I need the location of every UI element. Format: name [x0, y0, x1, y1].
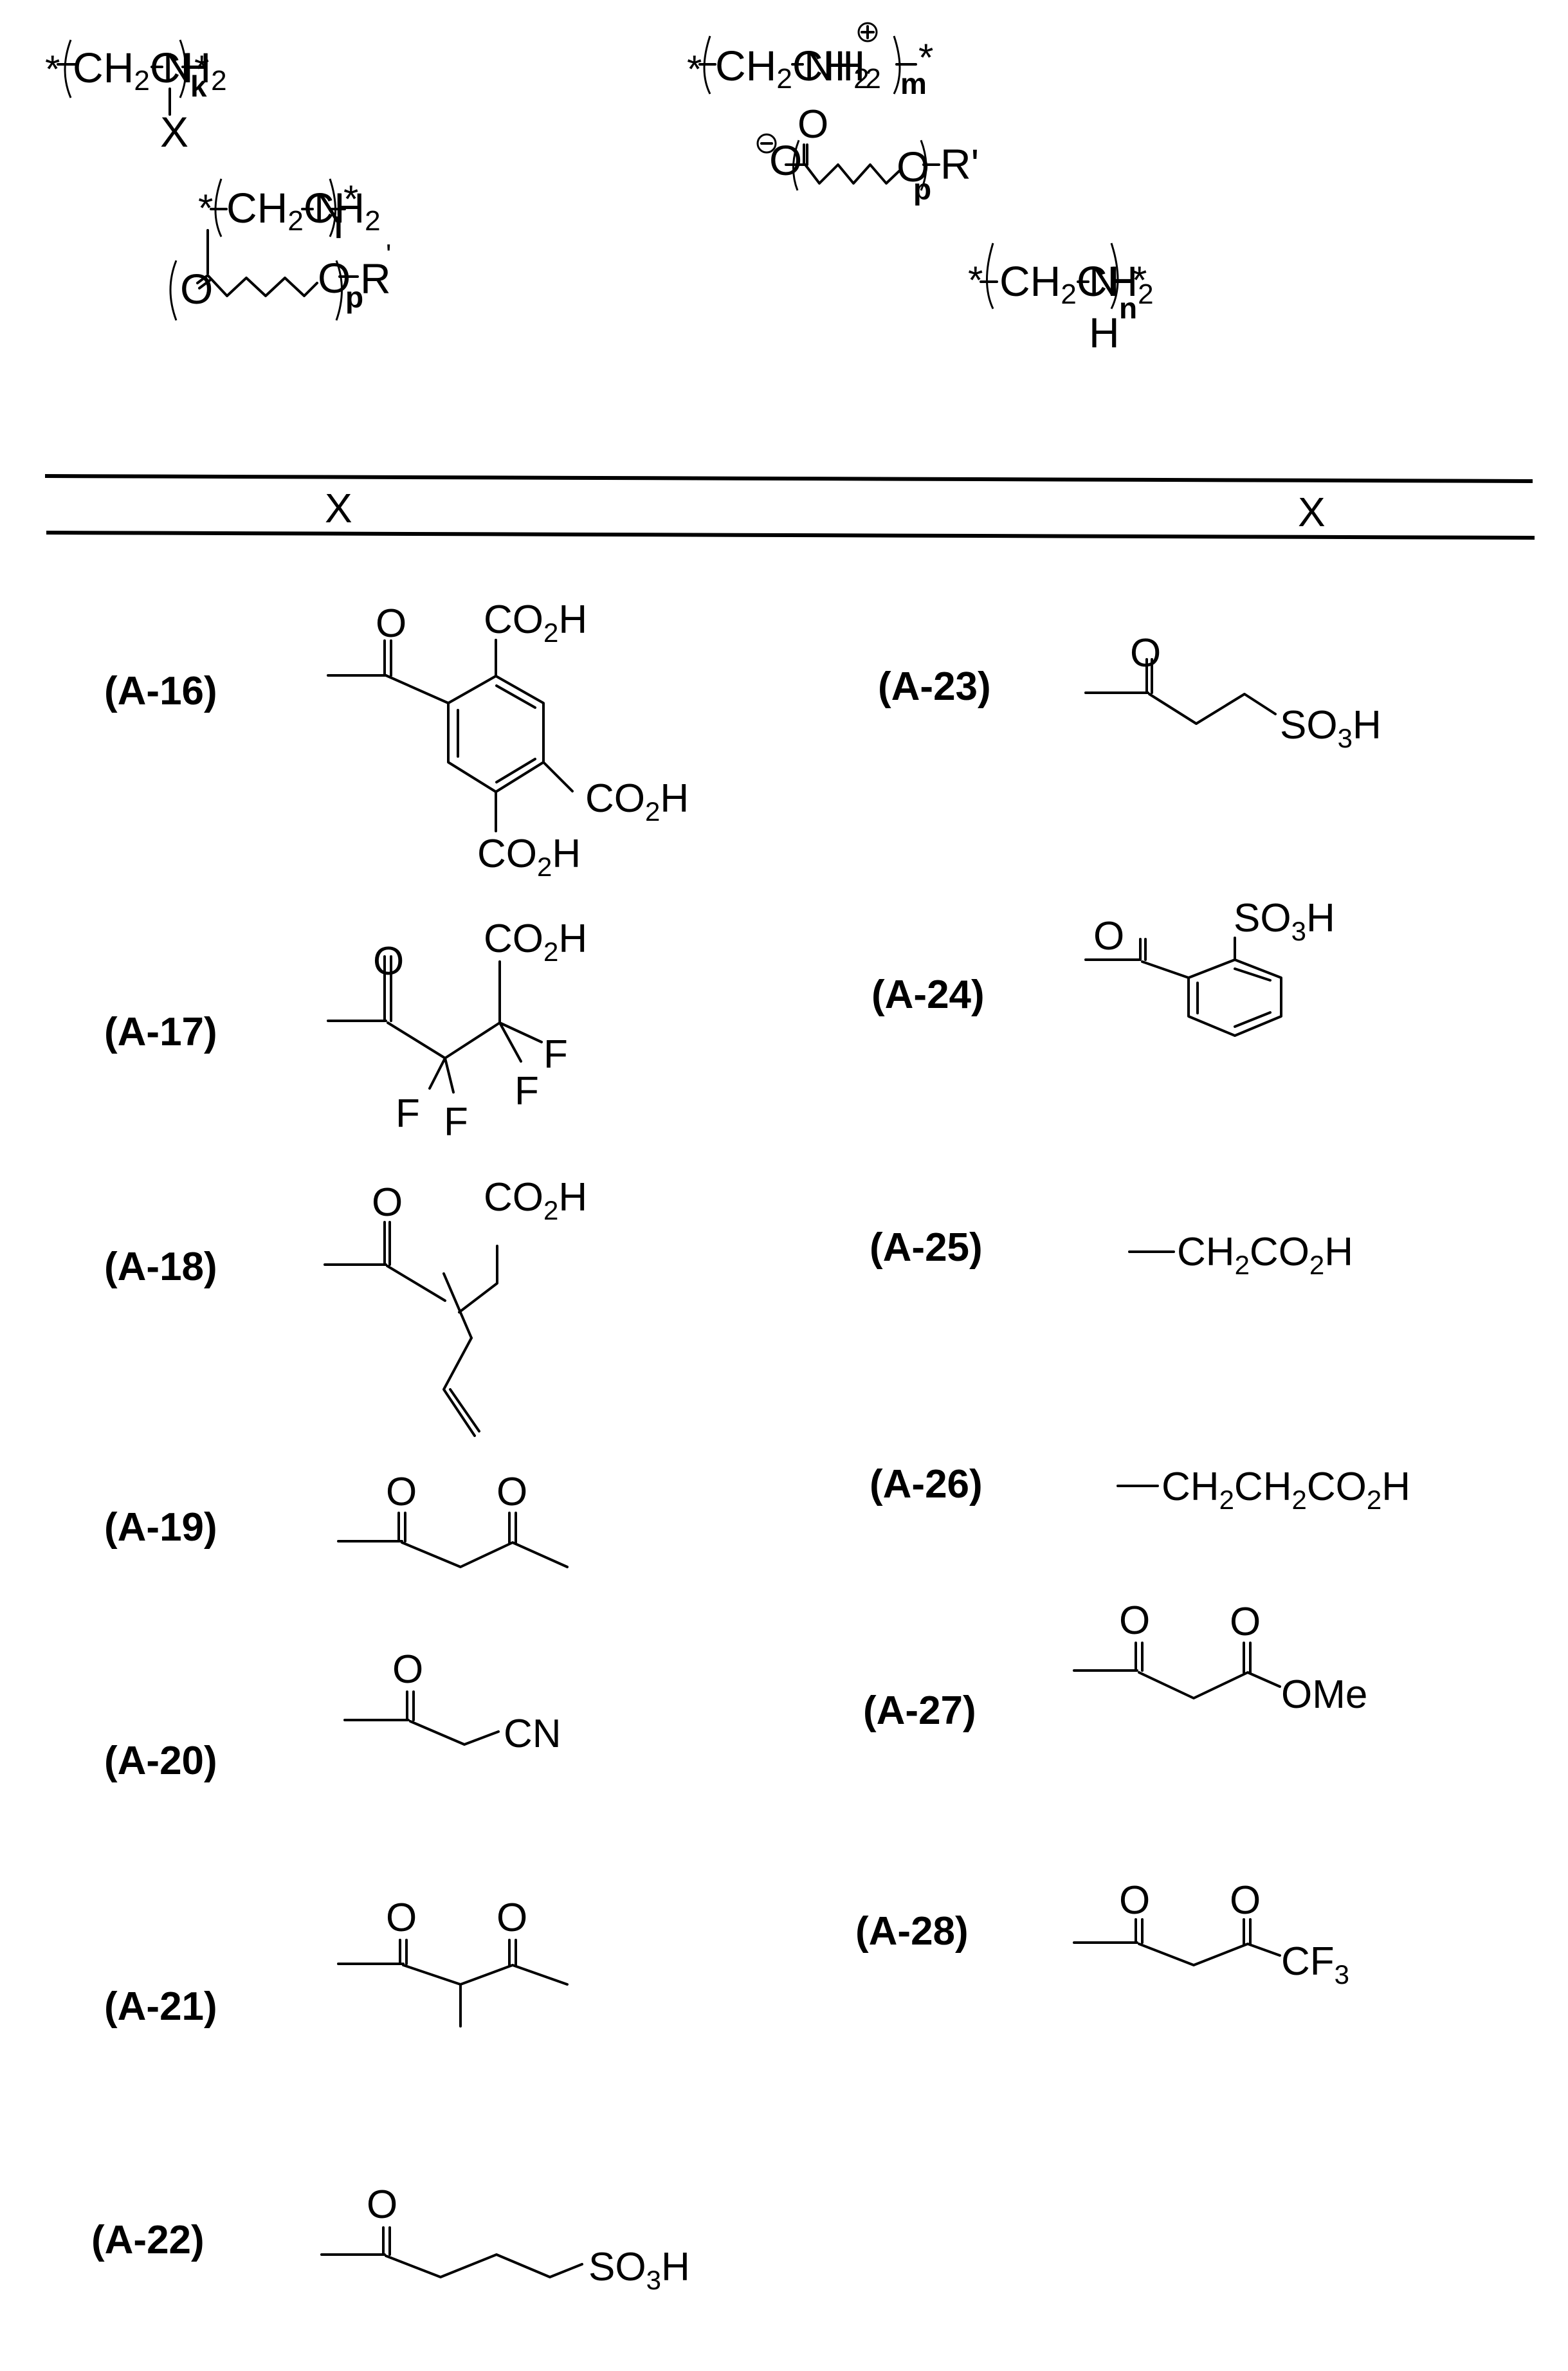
svg-text:O: O [1119, 1878, 1150, 1923]
svg-text:CO2H: CO2H [484, 598, 587, 648]
svg-text:CO2H: CO2H [477, 832, 581, 882]
svg-text:(A-27): (A-27) [863, 1689, 976, 1733]
svg-text:O: O [180, 265, 213, 313]
svg-text:CO2H: CO2H [585, 776, 689, 827]
svg-text:CH2CH2CO2H: CH2CH2CO2H [1162, 1465, 1410, 1515]
compound-a16: (A-16) O CO2H CO2H CO2H [104, 598, 689, 882]
svg-text:H: H [1089, 309, 1120, 356]
svg-text:(A-22): (A-22) [91, 2218, 205, 2262]
repeat-unit-m: * CH2CH2 NH2 m * [687, 23, 933, 100]
svg-text:X: X [160, 108, 188, 156]
svg-text:O: O [1230, 1600, 1261, 1644]
svg-text:(A-18): (A-18) [104, 1245, 217, 1289]
table-header: X X [45, 476, 1535, 538]
compound-a21: (A-21) O O [104, 1896, 567, 2029]
svg-text:O: O [392, 1647, 423, 1692]
star-left: * [45, 48, 60, 91]
column-header-right: X [1298, 489, 1326, 535]
svg-text:R': R' [940, 140, 979, 188]
svg-text:(A-28): (A-28) [855, 1909, 969, 1954]
compound-a22: (A-22) O SO3H [91, 2183, 690, 2295]
compound-a20: (A-20) O CN [104, 1647, 561, 1783]
svg-text:(A-25): (A-25) [870, 1225, 983, 1270]
svg-text:(A-19): (A-19) [104, 1505, 217, 1550]
svg-text:*: * [194, 48, 209, 91]
svg-text:(A-17): (A-17) [104, 1010, 217, 1054]
svg-text:O: O [1119, 1598, 1150, 1643]
compound-a25: (A-25) CH2CO2H [870, 1225, 1353, 1280]
svg-text:(A-24): (A-24) [871, 973, 985, 1017]
svg-text:CO2H: CO2H [484, 917, 587, 967]
svg-text:*: * [1132, 259, 1147, 302]
svg-text:l: l [334, 211, 343, 244]
compound-a28: (A-28) O O CF3 [855, 1878, 1349, 1990]
svg-text:OMe: OMe [1281, 1672, 1367, 1717]
svg-text:NH2: NH2 [804, 42, 881, 95]
svg-text:CN: CN [504, 1712, 561, 1756]
svg-text:O: O [497, 1470, 527, 1514]
svg-text:F: F [444, 1100, 468, 1144]
svg-text:*: * [343, 178, 358, 221]
svg-text:F: F [515, 1069, 539, 1113]
compound-a24: (A-24) O SO3H [871, 896, 1335, 1036]
svg-text:O: O [798, 102, 828, 147]
repeat-unit-k: * CH2CH2 N k * X [45, 40, 227, 156]
svg-text:O: O [373, 939, 404, 984]
svg-text:p: p [913, 172, 931, 206]
compound-a26: (A-26) CH2CH2CO2H [870, 1462, 1410, 1515]
svg-text:SO3H: SO3H [1234, 896, 1335, 946]
svg-text:F: F [396, 1092, 420, 1136]
svg-text:O: O [1093, 914, 1124, 958]
compound-a17: (A-17) O CO2H F F F F [104, 917, 587, 1144]
column-header-left: X [325, 485, 352, 531]
svg-text:CO2H: CO2H [484, 1175, 587, 1225]
compound-a18: (A-18) O CO2H [104, 1175, 587, 1436]
svg-text:SO3H: SO3H [588, 2245, 690, 2295]
svg-text:O: O [372, 1180, 403, 1225]
svg-text:(A-21): (A-21) [104, 1984, 217, 2029]
top-rule [45, 476, 1533, 481]
compound-a19: (A-19) O O [104, 1470, 567, 1567]
svg-text:*: * [968, 259, 983, 302]
svg-text:F: F [543, 1032, 568, 1077]
svg-text:(A-23): (A-23) [878, 664, 991, 709]
repeat-unit-n: * CH2CH2 N H n * [968, 243, 1154, 356]
svg-text:*: * [687, 48, 702, 91]
svg-text:O: O [386, 1470, 417, 1514]
svg-text:CH2CO2H: CH2CO2H [1177, 1230, 1353, 1280]
repeat-unit-l: * CH2CH2 N l * O O p R ' [170, 178, 391, 320]
svg-text:(A-26): (A-26) [870, 1462, 983, 1506]
svg-text:SO3H: SO3H [1280, 703, 1381, 753]
svg-text:O: O [1230, 1878, 1261, 1923]
svg-text:O: O [376, 601, 406, 646]
svg-text:(A-20): (A-20) [104, 1739, 217, 1783]
compound-a27: (A-27) O O OMe [863, 1598, 1367, 1733]
svg-text:O: O [386, 1896, 417, 1940]
compound-a23: (A-23) O SO3H [878, 631, 1381, 753]
svg-text:O: O [497, 1896, 527, 1940]
svg-text:CF3: CF3 [1281, 1939, 1349, 1990]
svg-text:*: * [918, 36, 933, 79]
svg-text:(A-16): (A-16) [104, 669, 217, 713]
svg-text:O: O [367, 2183, 397, 2227]
svg-text:': ' [386, 239, 391, 270]
counter-anion: O O O p R' [758, 102, 979, 206]
